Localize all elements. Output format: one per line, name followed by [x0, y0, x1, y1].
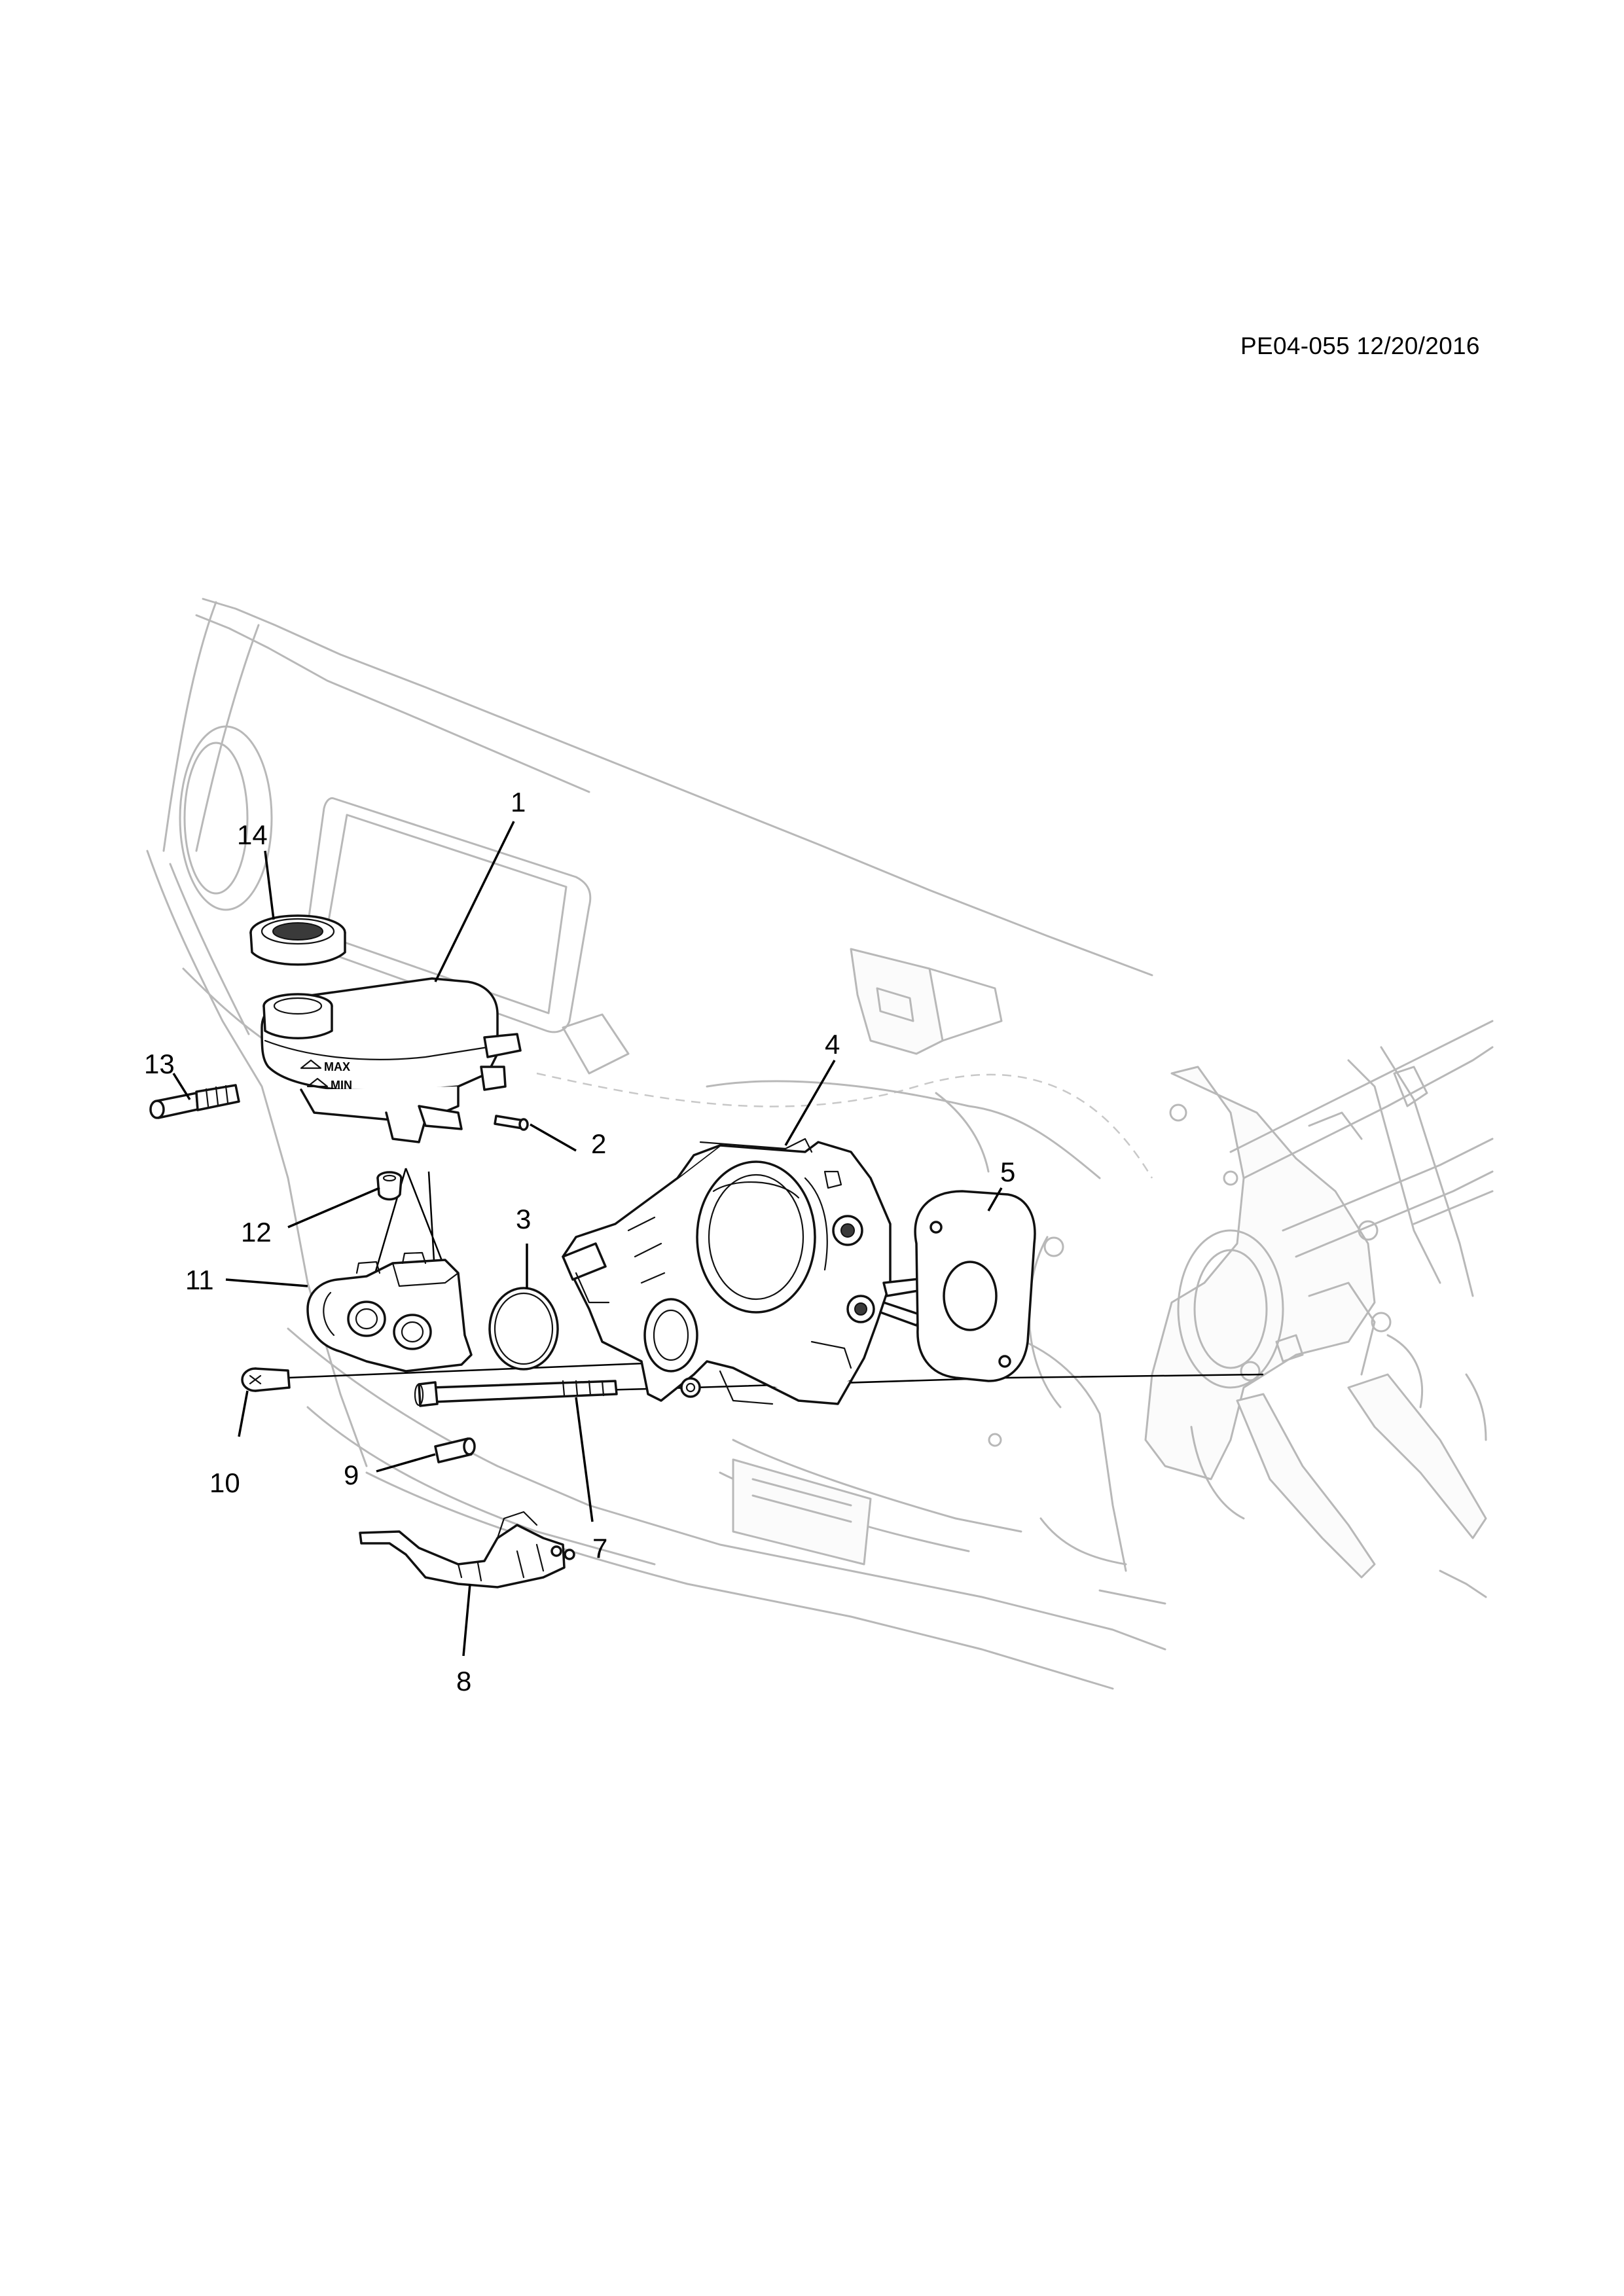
master-cylinder — [306, 1251, 473, 1372]
callout-9: 9 — [344, 1460, 359, 1490]
callout-10: 10 — [209, 1467, 240, 1498]
reservoir-grommet — [376, 1171, 403, 1201]
electric-brake-booster — [562, 1138, 947, 1405]
callout-11: 11 — [185, 1265, 214, 1295]
leader-lines — [172, 821, 1003, 1657]
heat-shield-bracket — [359, 1511, 575, 1588]
callout-4: 4 — [825, 1029, 840, 1060]
seal-ring — [488, 1287, 559, 1371]
min-level-mark: MIN — [331, 1079, 352, 1092]
fluid-reservoir: MAX MIN — [261, 977, 522, 1143]
diagram-reference: PE04-055 12/20/2016 — [1240, 332, 1480, 359]
callout-14: 14 — [237, 819, 268, 850]
retaining-pin — [494, 1115, 529, 1131]
pedal-assembly — [1144, 1020, 1494, 1598]
callout-2: 2 — [591, 1128, 606, 1159]
callout-5: 5 — [1000, 1157, 1015, 1187]
mounting-stud — [414, 1380, 618, 1407]
callout-7: 7 — [592, 1533, 607, 1564]
callout-8: 8 — [456, 1666, 471, 1696]
spacer-sleeve — [434, 1437, 476, 1463]
callout-labels: 1 2 3 4 5 7 8 9 10 11 12 13 14 — [144, 787, 1015, 1696]
max-level-mark: MAX — [324, 1060, 350, 1073]
firewall-panel — [146, 598, 1238, 1690]
fluid-level-sensor — [149, 1084, 240, 1119]
callout-3: 3 — [516, 1204, 531, 1234]
flange-bolt — [241, 1367, 291, 1392]
callout-1: 1 — [511, 787, 526, 817]
booster-gasket — [914, 1190, 1036, 1382]
reservoir-cap — [249, 914, 346, 966]
callout-13: 13 — [144, 1049, 175, 1079]
callout-12: 12 — [241, 1217, 272, 1247]
